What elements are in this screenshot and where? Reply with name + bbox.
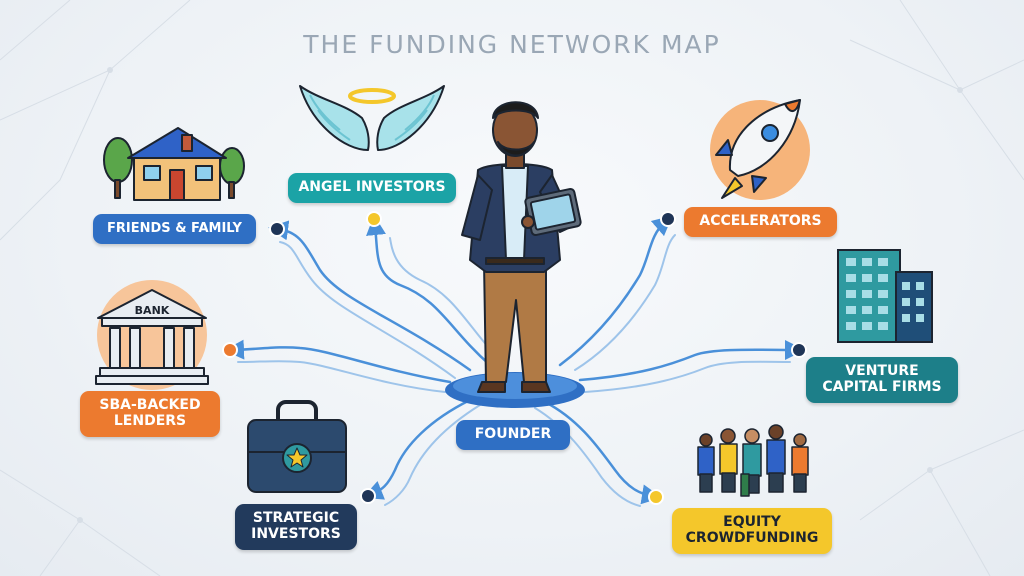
label-friends-family: FRIENDS & FAMILY: [93, 214, 256, 244]
bank-sign: BANK: [135, 304, 170, 317]
connector-sba-lenders: [224, 339, 452, 384]
endpoint-dot: [791, 342, 807, 358]
endpoint-dot: [222, 342, 238, 358]
diagram-title: THE FUNDING NETWORK MAP: [303, 30, 721, 59]
connector-friends-family: [268, 220, 472, 372]
connector-equity-crowdfunding: [543, 400, 662, 505]
connector-venture-capital: [578, 339, 805, 382]
connector-accelerators: [558, 215, 673, 367]
endpoint-dot: [360, 488, 376, 504]
connector-angel-investors: [366, 215, 492, 367]
label-founder: FOUNDER: [456, 420, 570, 450]
endpoint-dot: [366, 211, 382, 227]
label-accelerators: ACCELERATORS: [684, 207, 837, 237]
endpoint-dot: [269, 221, 285, 237]
endpoint-dot: [648, 489, 664, 505]
connector-strategic-investors: [362, 398, 472, 500]
endpoint-dot: [660, 211, 676, 227]
label-angel-investors: ANGEL INVESTORS: [288, 173, 456, 203]
